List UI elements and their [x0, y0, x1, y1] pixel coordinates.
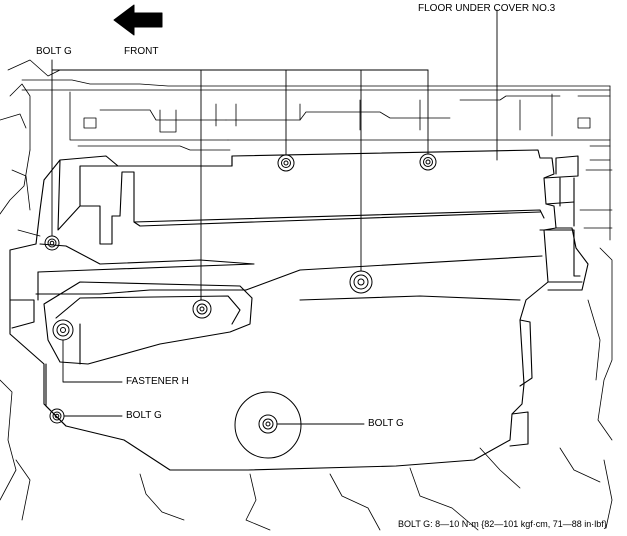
floor-under-cover	[9, 149, 589, 471]
bolt-g-bottom-left	[49, 408, 65, 424]
bolt-g-top-2	[419, 153, 437, 171]
bolt-g-top-1	[277, 154, 295, 172]
bolt-g-bottom-center-label: BOLT G	[368, 418, 404, 429]
fastener-center	[349, 270, 373, 294]
bolt-boss-circle	[234, 391, 302, 459]
left-arrow-icon	[113, 4, 163, 36]
bolt-g-bottom-left-label: BOLT G	[126, 410, 162, 421]
torque-spec: BOLT G: 8—10 N·m {82—101 kgf·cm, 71—88 i…	[398, 519, 607, 529]
bolt-g-bottom-center	[258, 414, 278, 434]
bolt-g-top-left-label: BOLT G	[36, 46, 72, 57]
bolt-g-left-upper	[44, 235, 60, 251]
fastener-h	[52, 319, 74, 341]
leader-lines	[51, 9, 498, 425]
vehicle-structure	[0, 59, 613, 531]
front-label: FRONT	[124, 46, 159, 57]
fastener-h-label: FASTENER H	[126, 376, 189, 387]
fastener-bracket	[192, 299, 212, 319]
floor-under-cover-label: FLOOR UNDER COVER NO.3	[418, 3, 556, 14]
